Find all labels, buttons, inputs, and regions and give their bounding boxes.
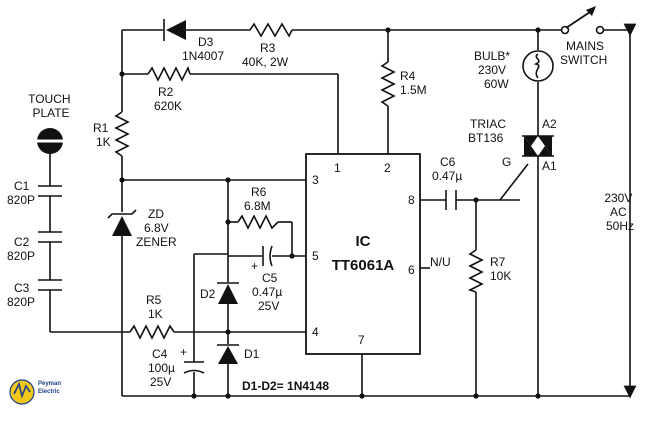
ic-pin-2: 2 [384,161,391,175]
ic-pin-1: 1 [334,161,341,175]
capacitor-c6-symbol [445,190,457,210]
label-r2: R2 620K [154,85,182,113]
ic-name: IC [356,233,371,250]
ic-body [305,153,421,355]
svg-text:+: + [180,345,187,359]
mains-switch-symbol [560,6,605,35]
label-nu: N/U [430,255,451,269]
label-ac: 230V AC 50Hz [604,191,635,233]
diode-d3-symbol [163,19,186,41]
label-bulb: BULB* 230V 60W [474,49,513,91]
label-a2: A2 [542,117,557,131]
label-r7: R7 10K [490,255,511,283]
label-mains-switch: MAINS SWITCH [560,39,607,67]
ic-pin-5: 5 [312,249,319,263]
peyman-electric-logo: Peyman Electric [9,379,61,405]
ic-pin-3: 3 [312,173,319,187]
svg-text:+: + [251,259,258,273]
capacitor-c3-symbol [38,279,62,291]
zener-zd-symbol [107,209,137,236]
capacitor-c2-symbol [38,231,62,243]
label-c3: C3 820P [7,281,35,309]
label-d1: D1 [244,347,260,361]
label-zd: ZD 6.8V ZENER [136,207,177,249]
ic-part: TT6061A [332,257,395,274]
resistor-r7-symbol [467,249,484,293]
label-a1: A1 [542,159,557,173]
capacitor-c1-symbol [38,185,62,197]
resistor-r1-symbol [114,111,130,157]
resistor-r6-symbol [237,214,279,230]
wires [49,23,637,399]
resistor-r4-symbol [380,61,396,107]
label-r6: R6 6.8M [244,185,271,213]
triac-symbol [522,135,554,157]
label-g: G [502,155,511,169]
ic-pin-7: 7 [358,333,365,347]
label-c6: C6 0.47µ [432,155,462,183]
label-d2: D2 [200,287,216,301]
label-c5: C5 0.47µ 25V [252,271,286,313]
junctions [119,27,541,399]
ic-pin-4: 4 [312,325,319,339]
label-r1: R1 1K [93,121,112,149]
resistor-r2-symbol [147,65,191,82]
ic-pin-6: 6 [408,263,415,277]
bulb-symbol [522,50,554,82]
touch-plate-symbol [36,128,64,154]
resistor-r3-symbol [249,22,293,38]
label-c4: C4 100µ 25V [148,347,178,389]
label-r5: R5 1K [146,293,165,321]
label-triac: TRIAC BT136 [468,117,509,145]
diode-d1-symbol [217,344,239,364]
logo-line-1: Peyman [38,381,61,387]
label-d3: D3 1N4007 [182,35,224,63]
label-c2: C2 820P [7,235,35,263]
diode-d2-symbol [217,282,239,304]
capacitor-c5-symbol: + [251,245,273,273]
label-touch-plate: TOUCH PLATE [28,92,74,120]
label-c1: C1 820P [7,179,35,207]
label-diode-note: D1-D2= 1N4148 [242,379,329,393]
logo-line-2: Electric [38,389,60,395]
resistor-r5-symbol [129,324,175,340]
label-r3: R3 40K, 2W [242,41,289,69]
capacitor-c4-symbol: + [180,345,205,374]
ic-pin-8: 8 [408,193,415,207]
label-r4: R4 1.5M [400,69,427,97]
